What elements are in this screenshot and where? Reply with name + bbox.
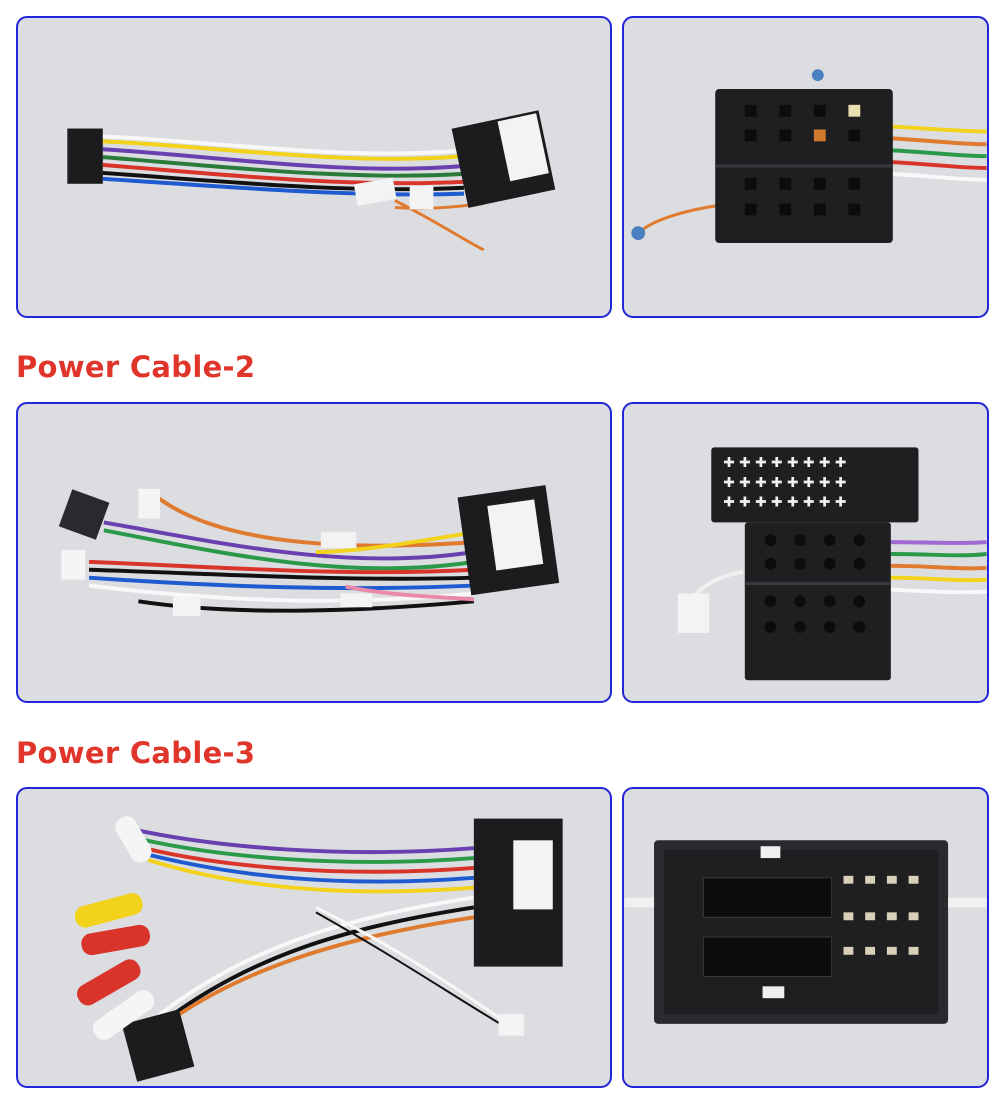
power-cable-3-harness-photo [16, 787, 612, 1088]
section-heading-power-cable-2: Power Cable-2 [16, 350, 256, 384]
power-cable-2-connector-photo: ✚ ✚ ✚ ✚ ✚ ✚ ✚ ✚ ✚ ✚ ✚ ✚ ✚ ✚ ✚ ✚ ✚ ✚ ✚ ✚ … [622, 402, 989, 703]
power-cable-3-connector-photo [622, 787, 989, 1088]
section-heading-power-cable-3: Power Cable-3 [16, 736, 256, 770]
power-cable-1-harness-photo [16, 16, 612, 318]
power-cable-1-connector-photo [622, 16, 989, 318]
svg-text:✚ ✚ ✚ ✚ ✚ ✚ ✚ ✚: ✚ ✚ ✚ ✚ ✚ ✚ ✚ ✚ [723, 455, 846, 471]
svg-text:✚ ✚ ✚ ✚ ✚ ✚ ✚ ✚: ✚ ✚ ✚ ✚ ✚ ✚ ✚ ✚ [723, 475, 846, 491]
svg-text:✚ ✚ ✚ ✚ ✚ ✚ ✚ ✚: ✚ ✚ ✚ ✚ ✚ ✚ ✚ ✚ [723, 495, 846, 511]
power-cable-2-harness-photo [16, 402, 612, 703]
